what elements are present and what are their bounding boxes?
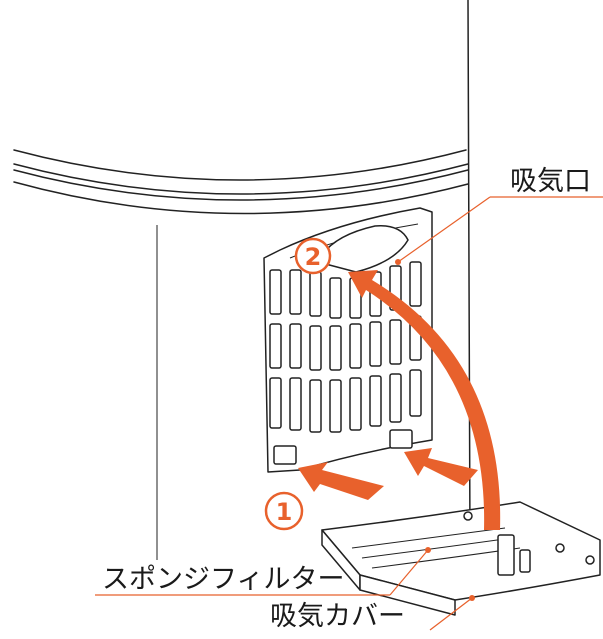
appliance-body [13, 0, 471, 560]
sponge-filter-label: スポンジフィルター [102, 564, 344, 595]
step1-arrows [298, 448, 478, 500]
step-2-number: 2 [305, 243, 322, 271]
leader-lines [95, 196, 603, 631]
step-1-marker: 1 [264, 491, 304, 531]
step-1-number: 1 [276, 498, 293, 526]
step-2-marker: 2 [294, 237, 332, 275]
intake-cover-label: 吸気カバー [270, 601, 405, 632]
sponge-filter-grid [269, 261, 422, 465]
intake-cover [321, 501, 601, 616]
air-intake-label: 吸気口 [510, 166, 591, 197]
step2-curved-arrow [348, 270, 501, 530]
